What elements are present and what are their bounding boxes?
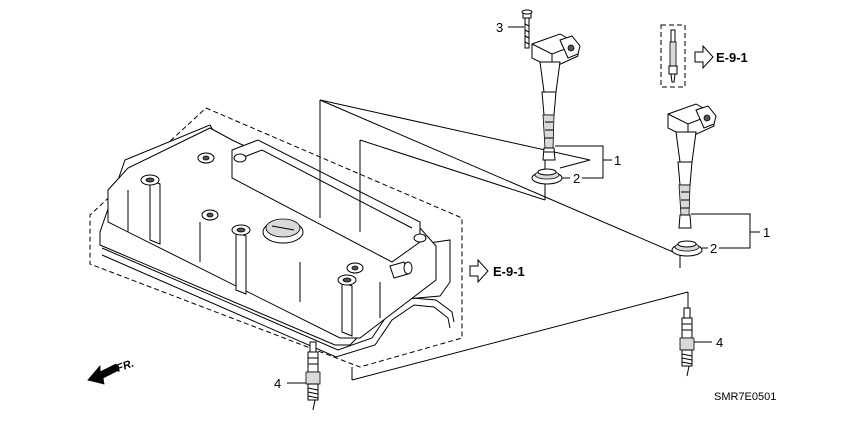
spark-plug-right [679,307,695,377]
callout-1-lower: 1 [763,225,770,240]
front-label: FR. [115,357,136,374]
plug-hole-seal-upper [531,168,563,185]
reference-arrow-top: E-9-1 [694,44,748,70]
spark-plug-left [305,341,321,411]
callout-3-bolt: 3 [496,20,503,35]
reference-label-middle: E-9-1 [493,264,525,279]
reference-arrow-middle: E-9-1 [469,258,525,284]
leader-lines [319,99,689,381]
diagram-code: SMR7E0501 [714,391,776,403]
callout-brackets [287,26,760,384]
plug-hole-seal-lower [671,240,703,257]
callout-2-lower: 2 [710,241,717,256]
cylinder-head-cover [99,124,455,358]
ignition-coil-lower [667,103,717,229]
front-direction-marker: FR. [87,357,136,385]
reference-label-top: E-9-1 [716,50,748,65]
flange-bolt [521,9,533,49]
callout-1-upper: 1 [614,153,621,168]
callout-4-right: 4 [716,335,723,350]
spark-plug-reference-box [660,24,686,88]
callout-2-upper: 2 [573,171,580,186]
callout-4-left: 4 [274,376,281,391]
head-cover-dashed-outline [89,107,463,368]
ignition-coil-upper [531,33,581,161]
